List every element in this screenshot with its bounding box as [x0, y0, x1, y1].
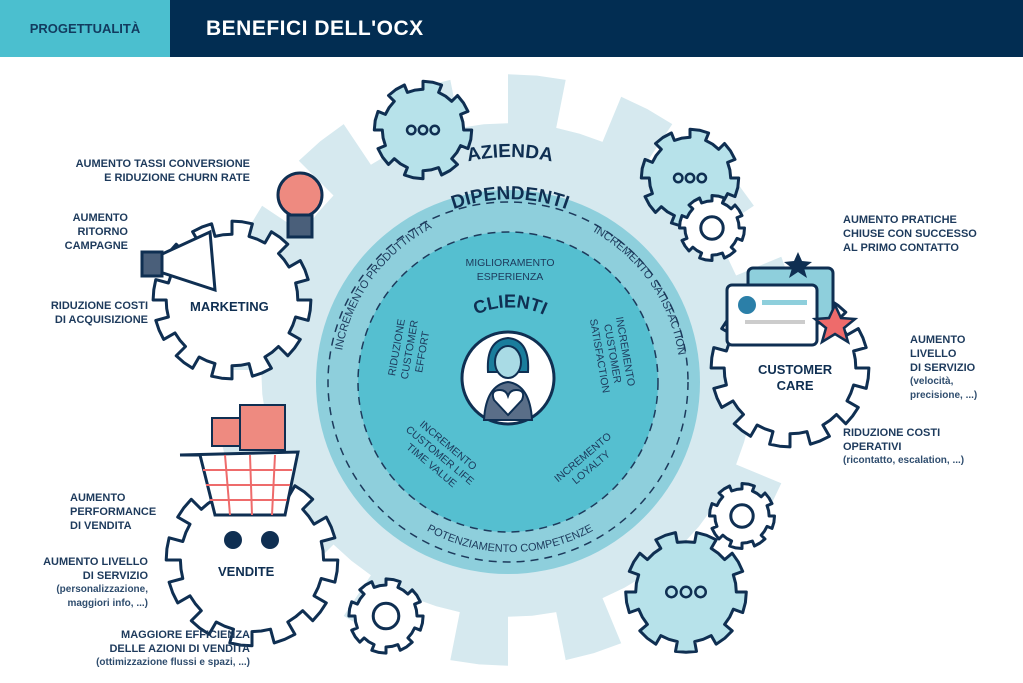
vendite-title: VENDITE: [218, 564, 275, 579]
section-tab: PROGETTUALITÀ: [0, 0, 170, 57]
gear-icon: [372, 79, 474, 181]
title-bar: BENEFICI DELL'OCX: [170, 0, 1023, 57]
vendite-gear-icon: [164, 472, 340, 648]
megaphone-icon: [140, 229, 217, 293]
gear-icon: [624, 531, 748, 654]
shopping-cart-icon: [179, 404, 300, 549]
customer-hug-icon: [460, 330, 556, 426]
page-title: BENEFICI DELL'OCX: [206, 16, 424, 40]
star-icon: [811, 302, 859, 345]
section-label: PROGETTUALITÀ: [29, 21, 141, 36]
marketing-title: MARKETING: [190, 299, 269, 314]
star-icon: [784, 252, 812, 278]
chat-bubbles-icon: [725, 252, 859, 347]
lightbulb-icon: [276, 171, 324, 239]
